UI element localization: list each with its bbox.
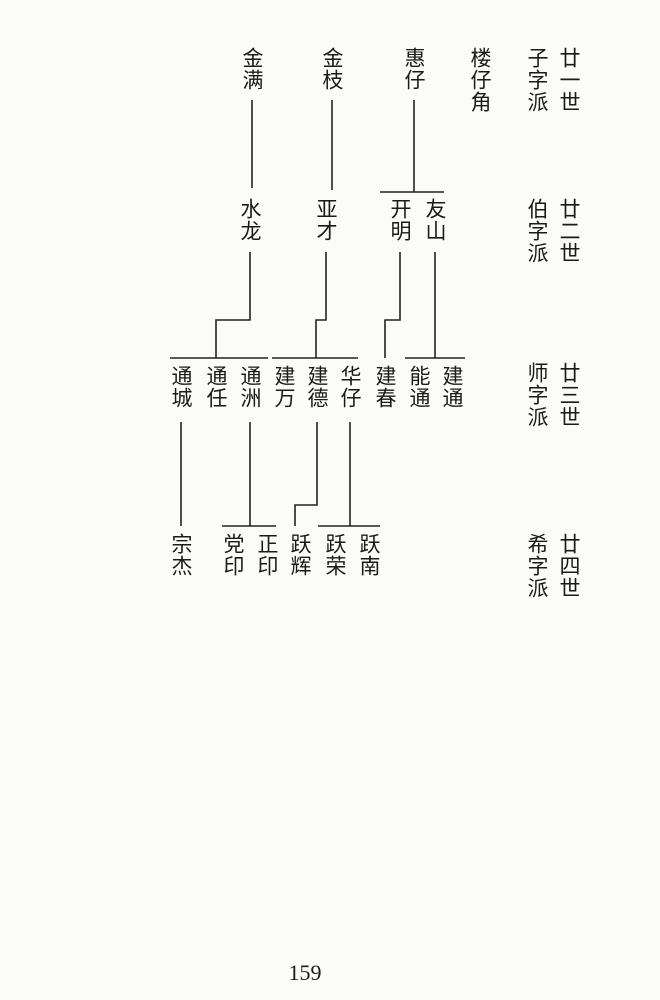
person-huizai: 惠仔 [402,47,426,91]
generation-number-23: 廿三世 [557,362,581,428]
person-yuerong: 跃荣 [323,533,347,577]
person-kaiming: 开明 [388,198,412,242]
generation-branch-21: 子字派 [525,47,549,113]
person-yuenan: 跃南 [357,533,381,577]
person-nengtong: 能通 [407,365,431,409]
generation-number-21: 廿一世 [557,47,581,113]
person-zongjie: 宗杰 [169,533,193,577]
person-jinzhi: 金枝 [320,47,344,91]
person-jianchun: 建春 [373,365,397,409]
page-number: 159 [288,960,322,985]
person-tongren: 通任 [204,365,228,409]
line-jiande-down [294,422,318,526]
person-tongcheng: 通城 [169,365,193,409]
person-jianwan: 建万 [272,365,296,409]
generation-branch-22: 伯字派 [525,198,549,264]
person-jiantong: 建通 [440,365,464,409]
person-dangyin: 党印 [221,533,245,577]
generation-number-22: 廿二世 [557,198,581,264]
line-shuilong-down [215,252,251,358]
person-jinman: 金满 [240,47,264,91]
person-shuilong: 水龙 [238,198,262,242]
person-tongzhou: 通洲 [238,365,262,409]
branch-name-louzaijiao: 楼仔角 [468,47,492,113]
person-jiande: 建德 [305,365,329,409]
person-yacai: 亚才 [314,198,338,242]
person-youshan: 友山 [423,198,447,242]
person-huazai: 华仔 [338,365,362,409]
generation-branch-23: 师字派 [525,362,549,428]
person-yuehui: 跃辉 [288,533,312,577]
generation-branch-24: 希字派 [525,533,549,599]
generation-number-24: 廿四世 [557,533,581,599]
line-kaiming-down [384,252,401,358]
person-zhengyin: 正印 [255,533,279,577]
line-yacai-down [315,252,327,358]
